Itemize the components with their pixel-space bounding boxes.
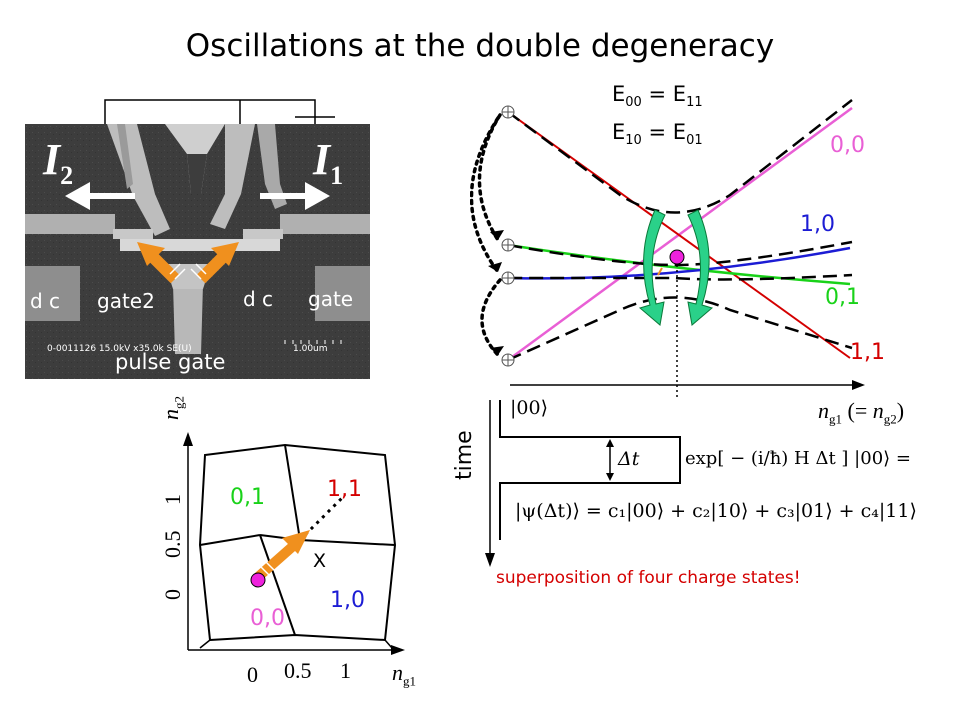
sem-scale-length: 1.00um <box>293 344 328 354</box>
eigen-level-bottom <box>507 296 853 362</box>
energy-x-axis-label: ng1 (= ng2) <box>818 398 905 427</box>
transition-arrow-top-to-lower <box>470 116 500 274</box>
stability-label-01: 0,1 <box>230 485 265 510</box>
stability-diagram <box>183 432 405 655</box>
eigen-level-top <box>507 99 853 214</box>
dc-right-label: d c <box>243 287 274 311</box>
superposition-caption: superposition of four charge states! <box>496 568 801 588</box>
eigen-level-upper-mid <box>507 240 853 267</box>
energy-label-10: 1,0 <box>800 212 835 237</box>
marker-start-top <box>501 105 515 119</box>
pulse-timeline <box>485 400 681 567</box>
delta-t-label: Δt <box>618 448 640 470</box>
line-state-00 <box>507 106 853 362</box>
degeneracy-equation-1: E00 = E11 <box>612 82 703 111</box>
x-tick-1: 1 <box>340 658 351 683</box>
stability-y-axis <box>183 432 193 650</box>
energy-x-axis <box>510 380 865 390</box>
pulse-shape <box>499 400 681 540</box>
pulse-arrow <box>254 530 310 581</box>
degeneracy-equation-2: E10 = E01 <box>612 120 703 149</box>
stability-label-11: 1,1 <box>327 477 362 502</box>
time-axis-label: time <box>452 430 477 480</box>
rotation-arrow-right <box>687 209 714 326</box>
stability-x-axis-label: ng1 <box>392 660 416 689</box>
current-I2-label: I2 <box>43 135 74 190</box>
cross-point-label: X <box>313 550 327 572</box>
marker-start-bottom <box>501 353 515 367</box>
sem-micrograph: I2 I1 d c gate2 d c gate 0-0011126 15.0k… <box>25 124 370 379</box>
evolution-operator: exp[ − (i/ħ) H Δt ] |00⟩ = <box>685 448 911 469</box>
eigen-level-lower-mid <box>508 273 853 281</box>
current-I1-label: I1 <box>313 135 344 190</box>
rotation-arrow-left <box>638 209 666 326</box>
ket-00: |00⟩ <box>510 397 548 419</box>
stability-x-axis <box>188 645 405 655</box>
gate-right-label: gate <box>308 287 354 311</box>
energy-label-00: 0,0 <box>830 133 865 158</box>
sem-scale-info: 0-0011126 15.0kV x35.0k SE(U) <box>47 344 192 354</box>
dc-left-label: d c <box>30 289 61 313</box>
x-tick-0: 0 <box>247 662 258 687</box>
y-tick-1: 1 <box>160 494 185 505</box>
stability-label-10: 1,0 <box>330 588 365 613</box>
tunneling-arrow-left <box>137 242 186 284</box>
energy-diagram <box>470 99 865 400</box>
circuit-bracket <box>104 99 335 125</box>
y-tick-0: 0 <box>160 589 185 600</box>
transition-arrow-top-to-bottom <box>480 278 502 357</box>
dt-arrow <box>606 439 614 481</box>
stability-cells <box>198 443 397 642</box>
superposition-state: |ψ(Δt)⟩ = c₁|00⟩ + c₂|10⟩ + c₃|01⟩ + c₄|… <box>515 500 917 522</box>
current-arrow-left <box>65 182 135 210</box>
pulse-gate-label: pulse gate <box>115 350 226 374</box>
x-tick-0-5: 0.5 <box>284 658 312 683</box>
stability-y-axis-label: ng2 <box>158 396 187 420</box>
degeneracy-point <box>669 249 685 265</box>
gate2-label: gate2 <box>97 289 155 313</box>
y-tick-0-5: 0.5 <box>160 530 185 559</box>
current-arrow-right <box>260 182 330 210</box>
stability-start-point <box>250 572 266 588</box>
page-title: Oscillations at the double degeneracy <box>185 28 775 64</box>
transition-arrow-top-to-upper <box>477 113 502 242</box>
energy-label-01: 0,1 <box>825 285 860 310</box>
marker-start-upper-mid <box>501 238 515 252</box>
stability-label-00: 0,0 <box>250 606 285 631</box>
energy-label-11: 1,1 <box>850 340 885 365</box>
tunneling-arrow-right <box>190 242 239 284</box>
marker-start-lower-mid <box>501 271 515 285</box>
